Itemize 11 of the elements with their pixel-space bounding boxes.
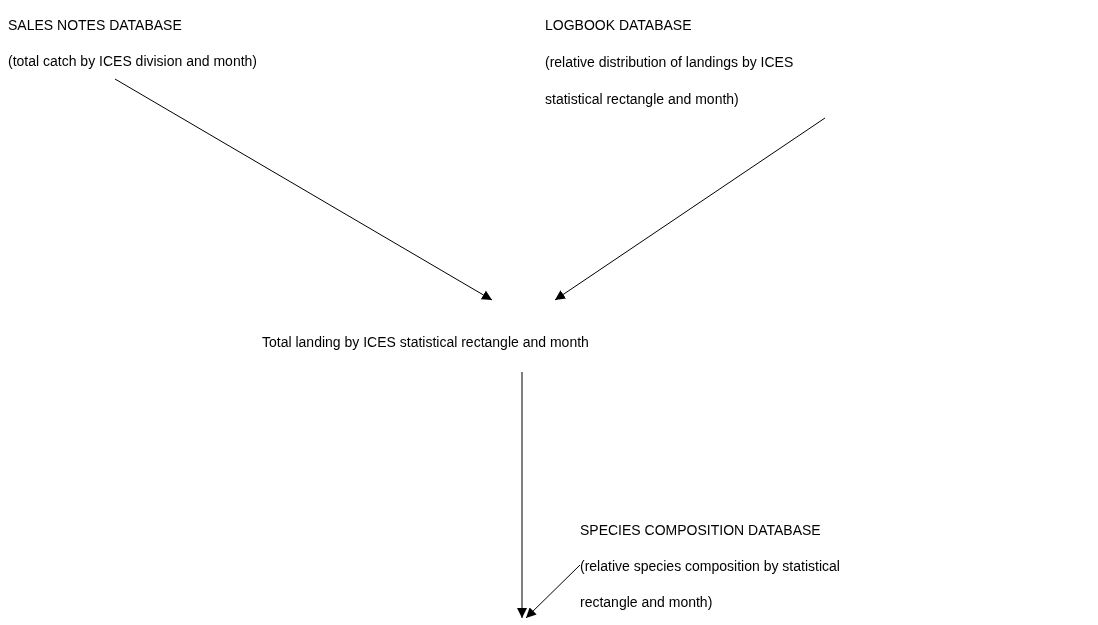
result-text: Total landing by ICES statistical rectangle and month [262, 333, 590, 352]
arrow [517, 371, 527, 619]
database-description: (relative distribution of landings by ICES statistical rectangle and month) [545, 53, 795, 109]
arrow [554, 117, 826, 301]
database-description: (relative species composition by statistical rectangle and month) [580, 557, 841, 612]
database-title: SPECIES COMPOSITION DATABASE [580, 521, 822, 540]
database-description: (total catch by ICES division and month) [8, 52, 258, 71]
arrow [525, 564, 581, 619]
database-title: SALES NOTES DATABASE [8, 16, 183, 35]
arrow [114, 78, 493, 301]
database-title: LOGBOOK DATABASE [545, 16, 693, 35]
